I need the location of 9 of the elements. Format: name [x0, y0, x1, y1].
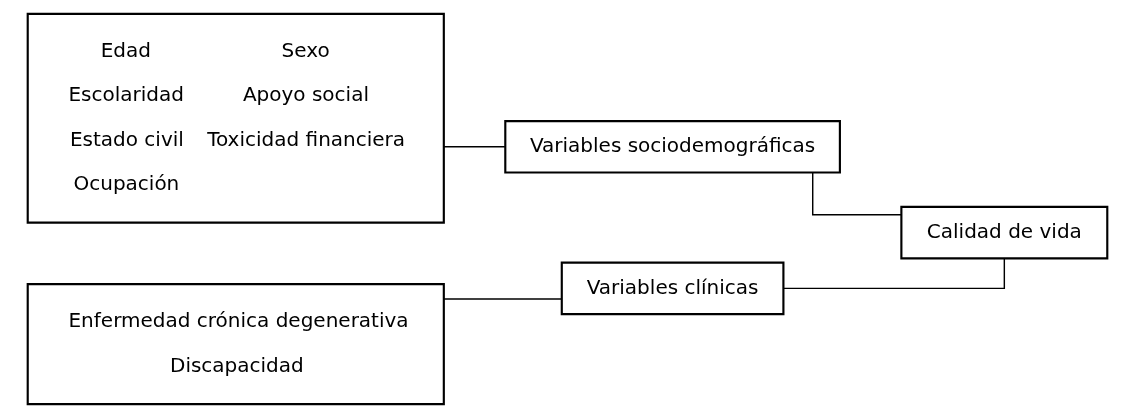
connector [443, 298, 563, 300]
node-box: Variables clínicas [560, 261, 785, 316]
node-box: Variables sociodemográficas [504, 120, 841, 174]
node-box: Edad Sexo Escolaridad Apoyo social Estado civil Toxicidad financiera Ocupación [26, 12, 445, 224]
connector [443, 146, 506, 148]
connector [812, 172, 902, 216]
connector [782, 257, 1006, 290]
node-box: Enfermedad crónica degenerativa Discapacidad [26, 283, 445, 406]
node-box: Calidad de vida [900, 205, 1109, 260]
